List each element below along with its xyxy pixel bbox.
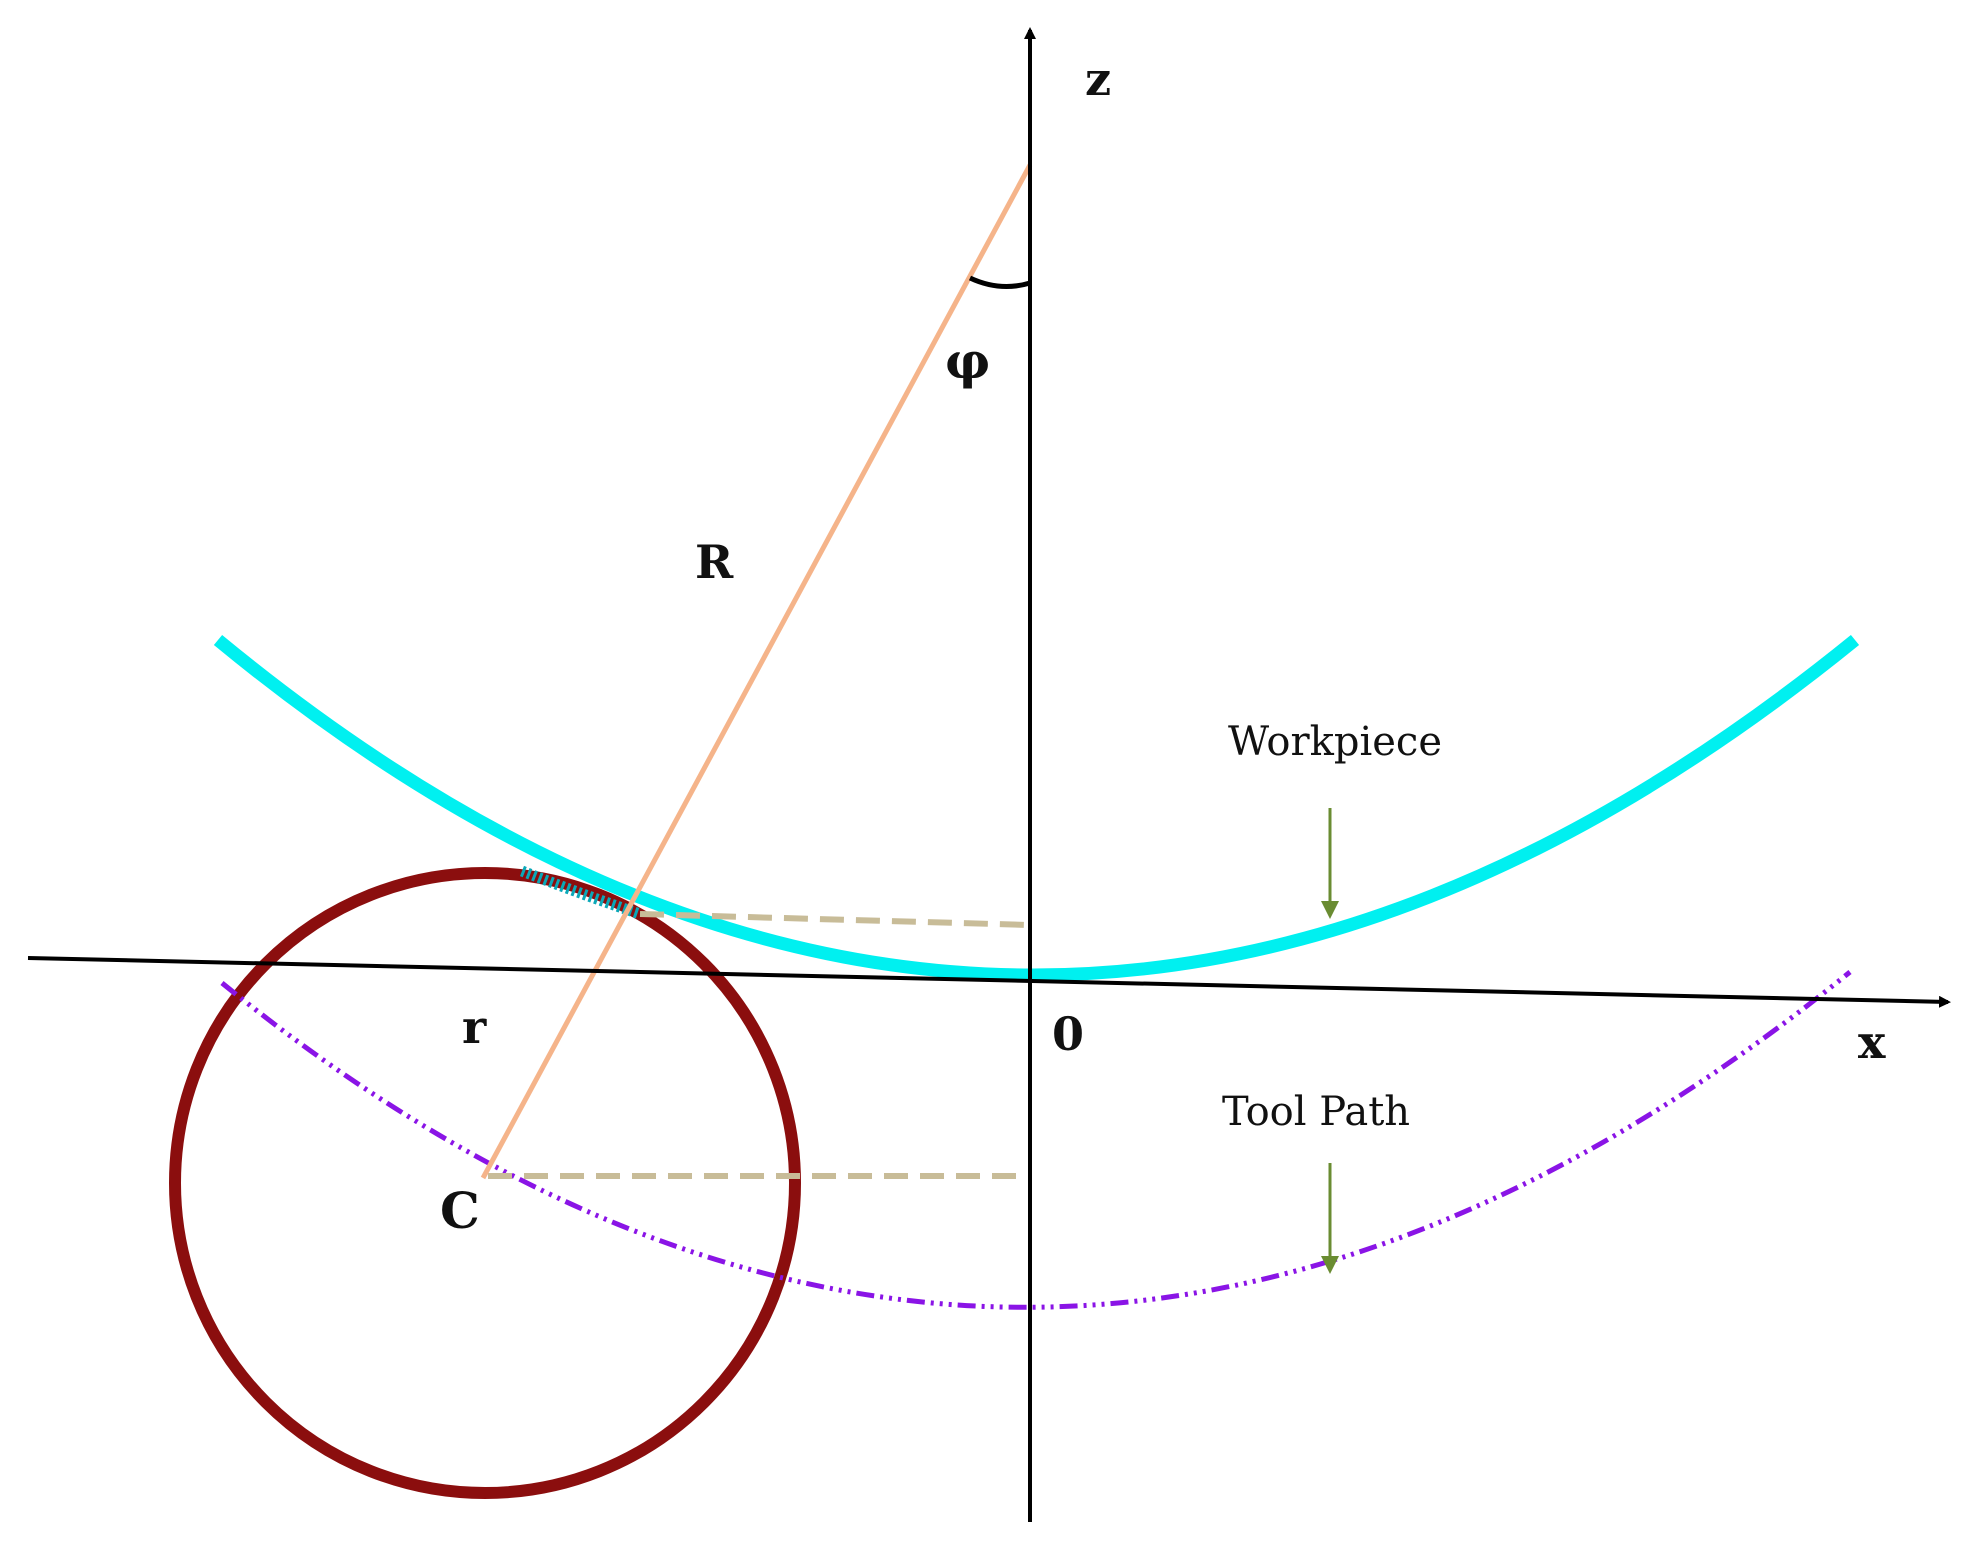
small-radius-label: r: [462, 1000, 487, 1054]
tool-center-label: C: [440, 1181, 480, 1240]
x-axis: [27, 956, 1951, 1008]
phi-angle-arc: [968, 275, 1031, 290]
contact-zone: [519, 865, 642, 920]
x-axis-label: x: [1858, 1015, 1886, 1069]
radius-line: [480, 163, 1033, 1180]
contact-height-guide: [639, 911, 1031, 928]
z-axis-label: z: [1085, 52, 1111, 106]
workpiece-curve: [213, 634, 1860, 982]
origin-label: 0: [1052, 1007, 1084, 1061]
tool-circle: [169, 867, 801, 1499]
tool-path-curve: [220, 970, 1852, 1310]
big-radius-label: R: [695, 535, 734, 589]
phi-label: φ: [945, 331, 990, 390]
tool-path-label: Tool Path: [1222, 1089, 1410, 1135]
workpiece-label: Workpiece: [1228, 719, 1442, 765]
